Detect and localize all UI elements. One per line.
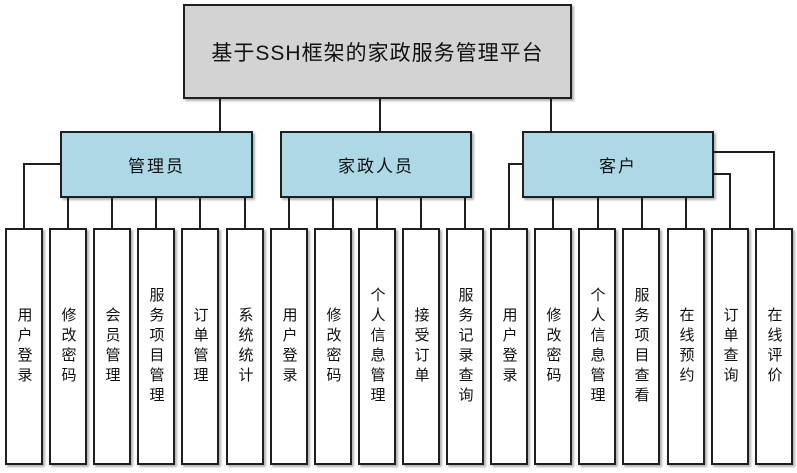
leaf-node-label: 修改密码 (544, 306, 562, 387)
leaf-node-label: 用户登录 (500, 306, 518, 387)
role-node-label: 管理员 (128, 157, 185, 176)
leaf-node-label: 会员管理 (103, 306, 121, 387)
leaf-node-staff-change-password: 修改密码 (314, 228, 352, 465)
leaf-node-admin-change-password: 修改密码 (49, 228, 87, 465)
leaf-node-admin-service-item-management: 服务项目管理 (137, 228, 175, 465)
connector-paths (23, 99, 775, 228)
leaf-node-customer-order-query: 订单查询 (711, 228, 749, 465)
leaf-node-admin-user-login: 用户登录 (5, 228, 43, 465)
role-node-label: 家政人员 (338, 157, 414, 176)
leaf-node-label: 服务记录查询 (456, 286, 474, 407)
leaf-node-label: 在线预约 (677, 306, 695, 387)
leaf-node-label: 个人信息管理 (588, 286, 606, 407)
leaf-node-customer-online-booking: 在线预约 (667, 228, 705, 465)
leaf-node-label: 服务项目查看 (632, 286, 650, 407)
leaf-node-staff-profile-management: 个人信息管理 (358, 228, 396, 465)
leaf-node-label: 系统统计 (236, 306, 254, 387)
leaf-node-staff-service-record-query: 服务记录查询 (446, 228, 484, 465)
leaf-node-admin-order-management: 订单管理 (181, 228, 219, 465)
leaf-node-customer-change-password: 修改密码 (534, 228, 572, 465)
leaf-node-label: 用户登录 (15, 306, 33, 387)
role-node-housekeeper: 家政人员 (280, 131, 472, 198)
leaf-node-label: 用户登录 (280, 306, 298, 387)
root-node-platform: 基于SSH框架的家政服务管理平台 (183, 4, 572, 99)
leaf-node-staff-accept-order: 接受订单 (402, 228, 440, 465)
leaf-node-admin-member-management: 会员管理 (93, 228, 131, 465)
leaf-node-label: 订单查询 (721, 306, 739, 387)
leaf-node-customer-user-login: 用户登录 (490, 228, 528, 465)
leaf-node-label: 个人信息管理 (368, 286, 386, 407)
leaf-node-label: 订单管理 (191, 306, 209, 387)
leaf-node-label: 修改密码 (324, 306, 342, 387)
leaf-node-label: 修改密码 (59, 306, 77, 387)
root-node-label: 基于SSH框架的家政服务管理平台 (211, 41, 544, 65)
leaf-node-customer-online-review: 在线评价 (755, 228, 793, 465)
leaf-node-admin-system-statistics: 系统统计 (226, 228, 264, 465)
leaf-node-label: 接受订单 (412, 306, 430, 387)
role-node-customer: 客户 (522, 131, 714, 198)
role-node-label: 客户 (599, 157, 637, 176)
leaf-node-label: 服务项目管理 (147, 286, 165, 407)
leaf-node-customer-service-item-view: 服务项目查看 (622, 228, 660, 465)
leaf-node-customer-profile-management: 个人信息管理 (578, 228, 616, 465)
role-node-admin: 管理员 (60, 131, 253, 198)
leaf-node-label: 在线评价 (765, 306, 783, 387)
leaf-node-staff-user-login: 用户登录 (270, 228, 308, 465)
